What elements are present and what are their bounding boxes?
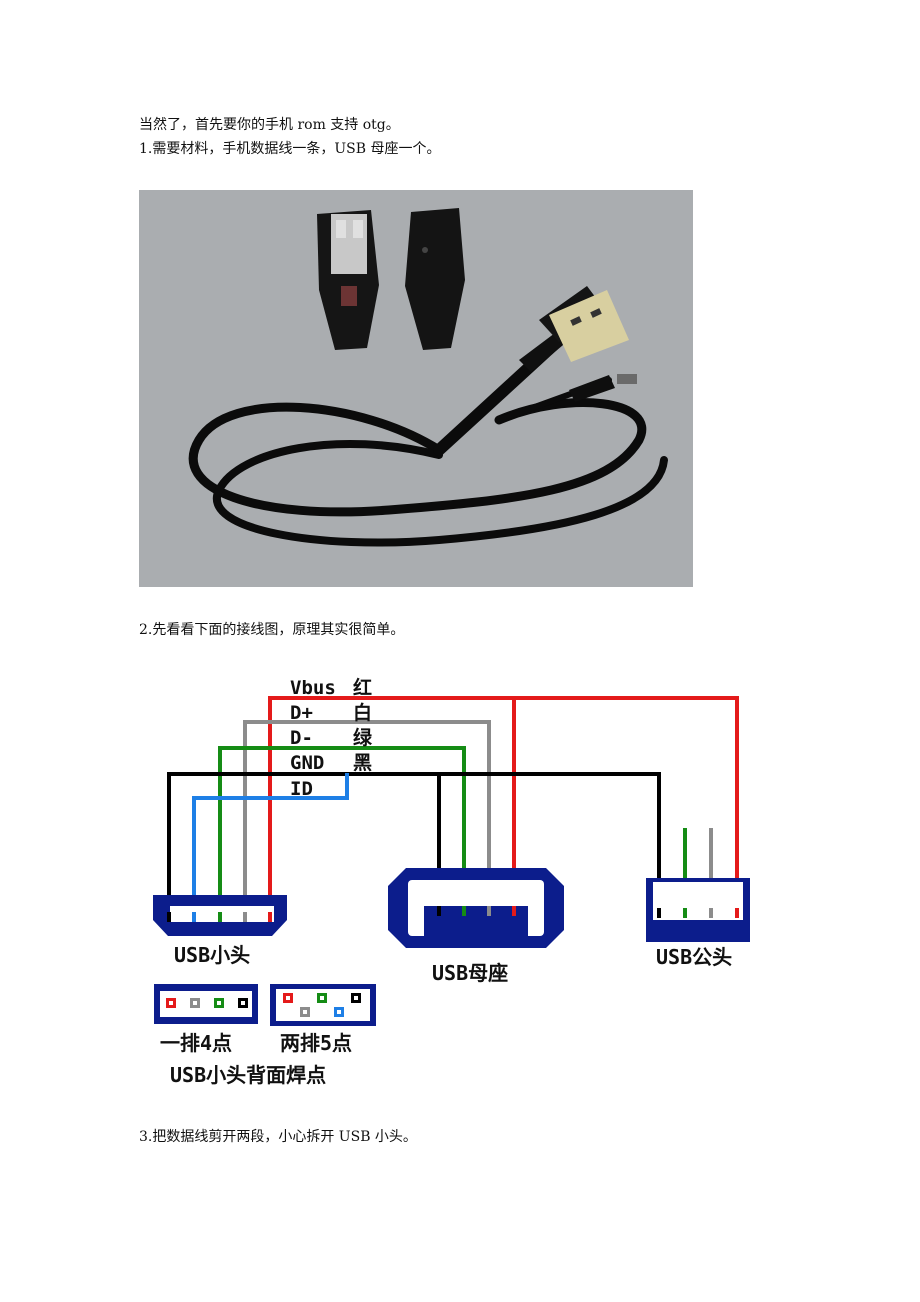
svg-text:一排4点: 一排4点 — [160, 1031, 232, 1055]
label-dminus-color: 绿 — [353, 726, 373, 749]
wire-labels: Vbus 红 D+ 白 D- 绿 GND 黑 ID — [290, 676, 373, 800]
usb-female-shell — [317, 210, 379, 350]
one-row-panel — [154, 984, 258, 1024]
usb-male-label: USB公头 — [656, 945, 732, 969]
svg-text:D+: D+ — [290, 702, 313, 724]
wires — [167, 696, 739, 898]
svg-text:GND: GND — [290, 752, 324, 774]
micro-usb-connector — [153, 895, 287, 936]
one-row-label: 一排4点 — [160, 1031, 232, 1055]
svg-text:USB母座: USB母座 — [432, 961, 508, 985]
label-dminus: D- — [290, 727, 313, 749]
label-vbus: Vbus — [290, 677, 336, 699]
label-gnd-color: 黑 — [353, 752, 372, 774]
svg-text:红: 红 — [353, 676, 372, 699]
back-panel-caption: USB小头背面焊点 — [170, 1063, 326, 1087]
label-dplus-color: 白 — [353, 701, 372, 724]
id-wire — [192, 773, 349, 898]
svg-text:USB小头背面焊点: USB小头背面焊点 — [170, 1063, 326, 1087]
micro-usb-label: USB小头 — [174, 943, 250, 967]
svg-text:白: 白 — [353, 701, 372, 724]
two-row-panel — [270, 984, 376, 1026]
label-id: ID — [290, 778, 313, 800]
step2-text: 2.先看看下面的接线图，原理其实很简单。 — [139, 622, 405, 638]
step3-text: 3.把数据线剪开两段，小心拆开 USB 小头。 — [139, 1129, 417, 1145]
svg-text:ID: ID — [290, 778, 313, 800]
step1-text: 1.需要材料，手机数据线一条，USB 母座一个。 — [139, 141, 441, 157]
two-row-label: 两排5点 — [280, 1031, 352, 1055]
wiring-diagram: Vbus 红 D+ 白 D- 绿 GND 黑 ID USB小头 USB母座 — [153, 676, 750, 1087]
svg-text:绿: 绿 — [353, 726, 373, 749]
usb-female-connector — [388, 868, 564, 948]
svg-text:USB小头: USB小头 — [174, 943, 250, 967]
label-gnd: GND — [290, 752, 324, 774]
label-dplus: D+ — [290, 702, 313, 724]
label-vbus-color: 红 — [353, 676, 372, 699]
materials-photo — [139, 190, 693, 587]
dplus-wire — [243, 720, 491, 898]
usb-male-connector — [646, 878, 750, 942]
svg-text:D-: D- — [290, 727, 313, 749]
micro-usb-plug — [569, 374, 637, 402]
gnd-wire — [167, 772, 661, 898]
usb-shell-cover — [405, 208, 465, 350]
svg-text:两排5点: 两排5点 — [280, 1031, 352, 1055]
intro-text: 当然了，首先要你的手机 rom 支持 otg。 — [139, 117, 400, 133]
dminus-wire — [218, 746, 466, 898]
svg-text:USB公头: USB公头 — [656, 945, 732, 969]
svg-text:Vbus: Vbus — [290, 677, 336, 699]
svg-text:黑: 黑 — [353, 752, 372, 774]
vbus-wire-male — [514, 696, 739, 878]
usb-female-label: USB母座 — [432, 961, 508, 985]
usb-male-plug — [519, 286, 629, 372]
